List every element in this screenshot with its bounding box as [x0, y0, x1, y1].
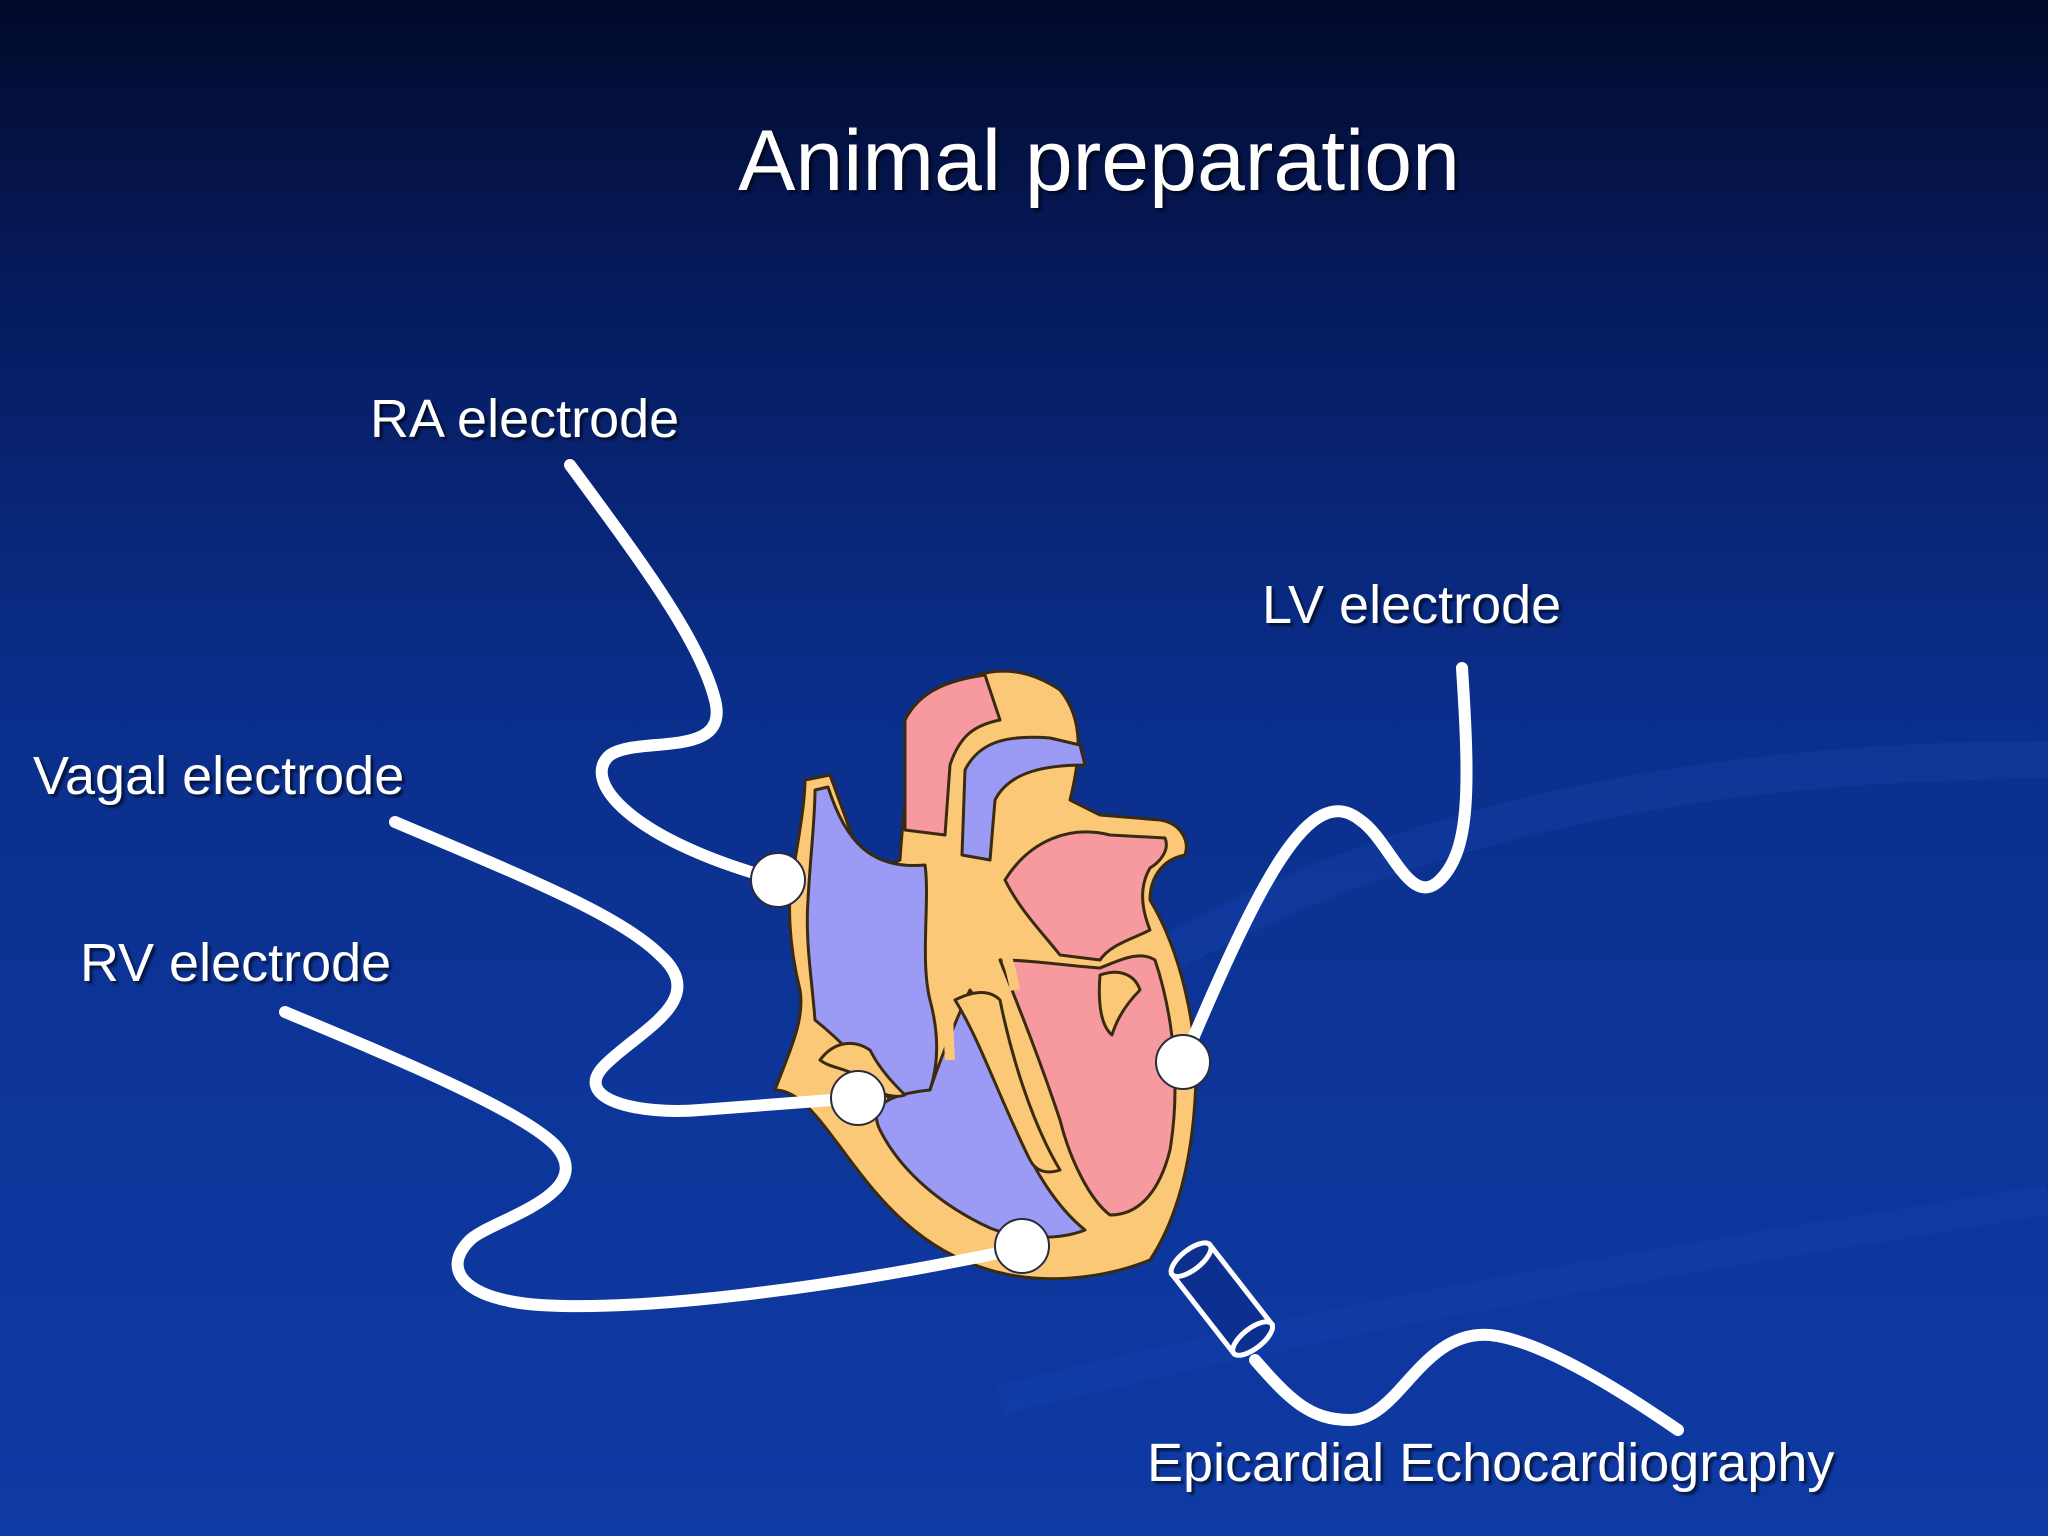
slide-title: Animal preparation	[738, 113, 1460, 209]
echo-probe-icon	[1168, 1240, 1276, 1358]
mitral-valve-leaflet	[1097, 970, 1142, 1037]
heart-illustration	[773, 669, 1198, 1281]
background-swoosh-2	[996, 1185, 2048, 1415]
pulmonary-artery	[903, 673, 1002, 837]
vagal-lead-wire	[389, 816, 864, 1117]
rv-lead-wire	[279, 1006, 1028, 1313]
vagal-electrode-contact	[830, 1070, 886, 1126]
tricuspid-valve-leaflet	[818, 1041, 907, 1098]
lv-lead-wire	[1177, 662, 1473, 1068]
interventricular-septum	[953, 991, 1062, 1174]
lead-wires	[279, 459, 1684, 1436]
right-ventricle	[875, 988, 1087, 1239]
electrode-contacts	[750, 852, 1211, 1274]
left-ventricle	[998, 954, 1177, 1217]
echo-probe-label: Epicardial Echocardiography	[1147, 1433, 1835, 1493]
ra-electrode-contact	[750, 852, 806, 908]
aorta	[960, 735, 1087, 862]
rv-electrode-contact	[994, 1218, 1050, 1274]
lv-electrode-contact	[1155, 1034, 1211, 1090]
ra-electrode-label: RA electrode	[370, 389, 680, 449]
rv-electrode-label: RV electrode	[80, 933, 392, 993]
papillary-strand-2	[943, 869, 965, 1061]
papillary-strand	[985, 908, 1020, 991]
left-atrium	[1003, 830, 1168, 962]
lv-electrode-label: LV electrode	[1262, 575, 1562, 635]
ra-lead-wire	[564, 459, 784, 886]
echo-probe-cable	[1249, 1328, 1684, 1436]
vagal-electrode-label: Vagal electrode	[33, 746, 405, 806]
